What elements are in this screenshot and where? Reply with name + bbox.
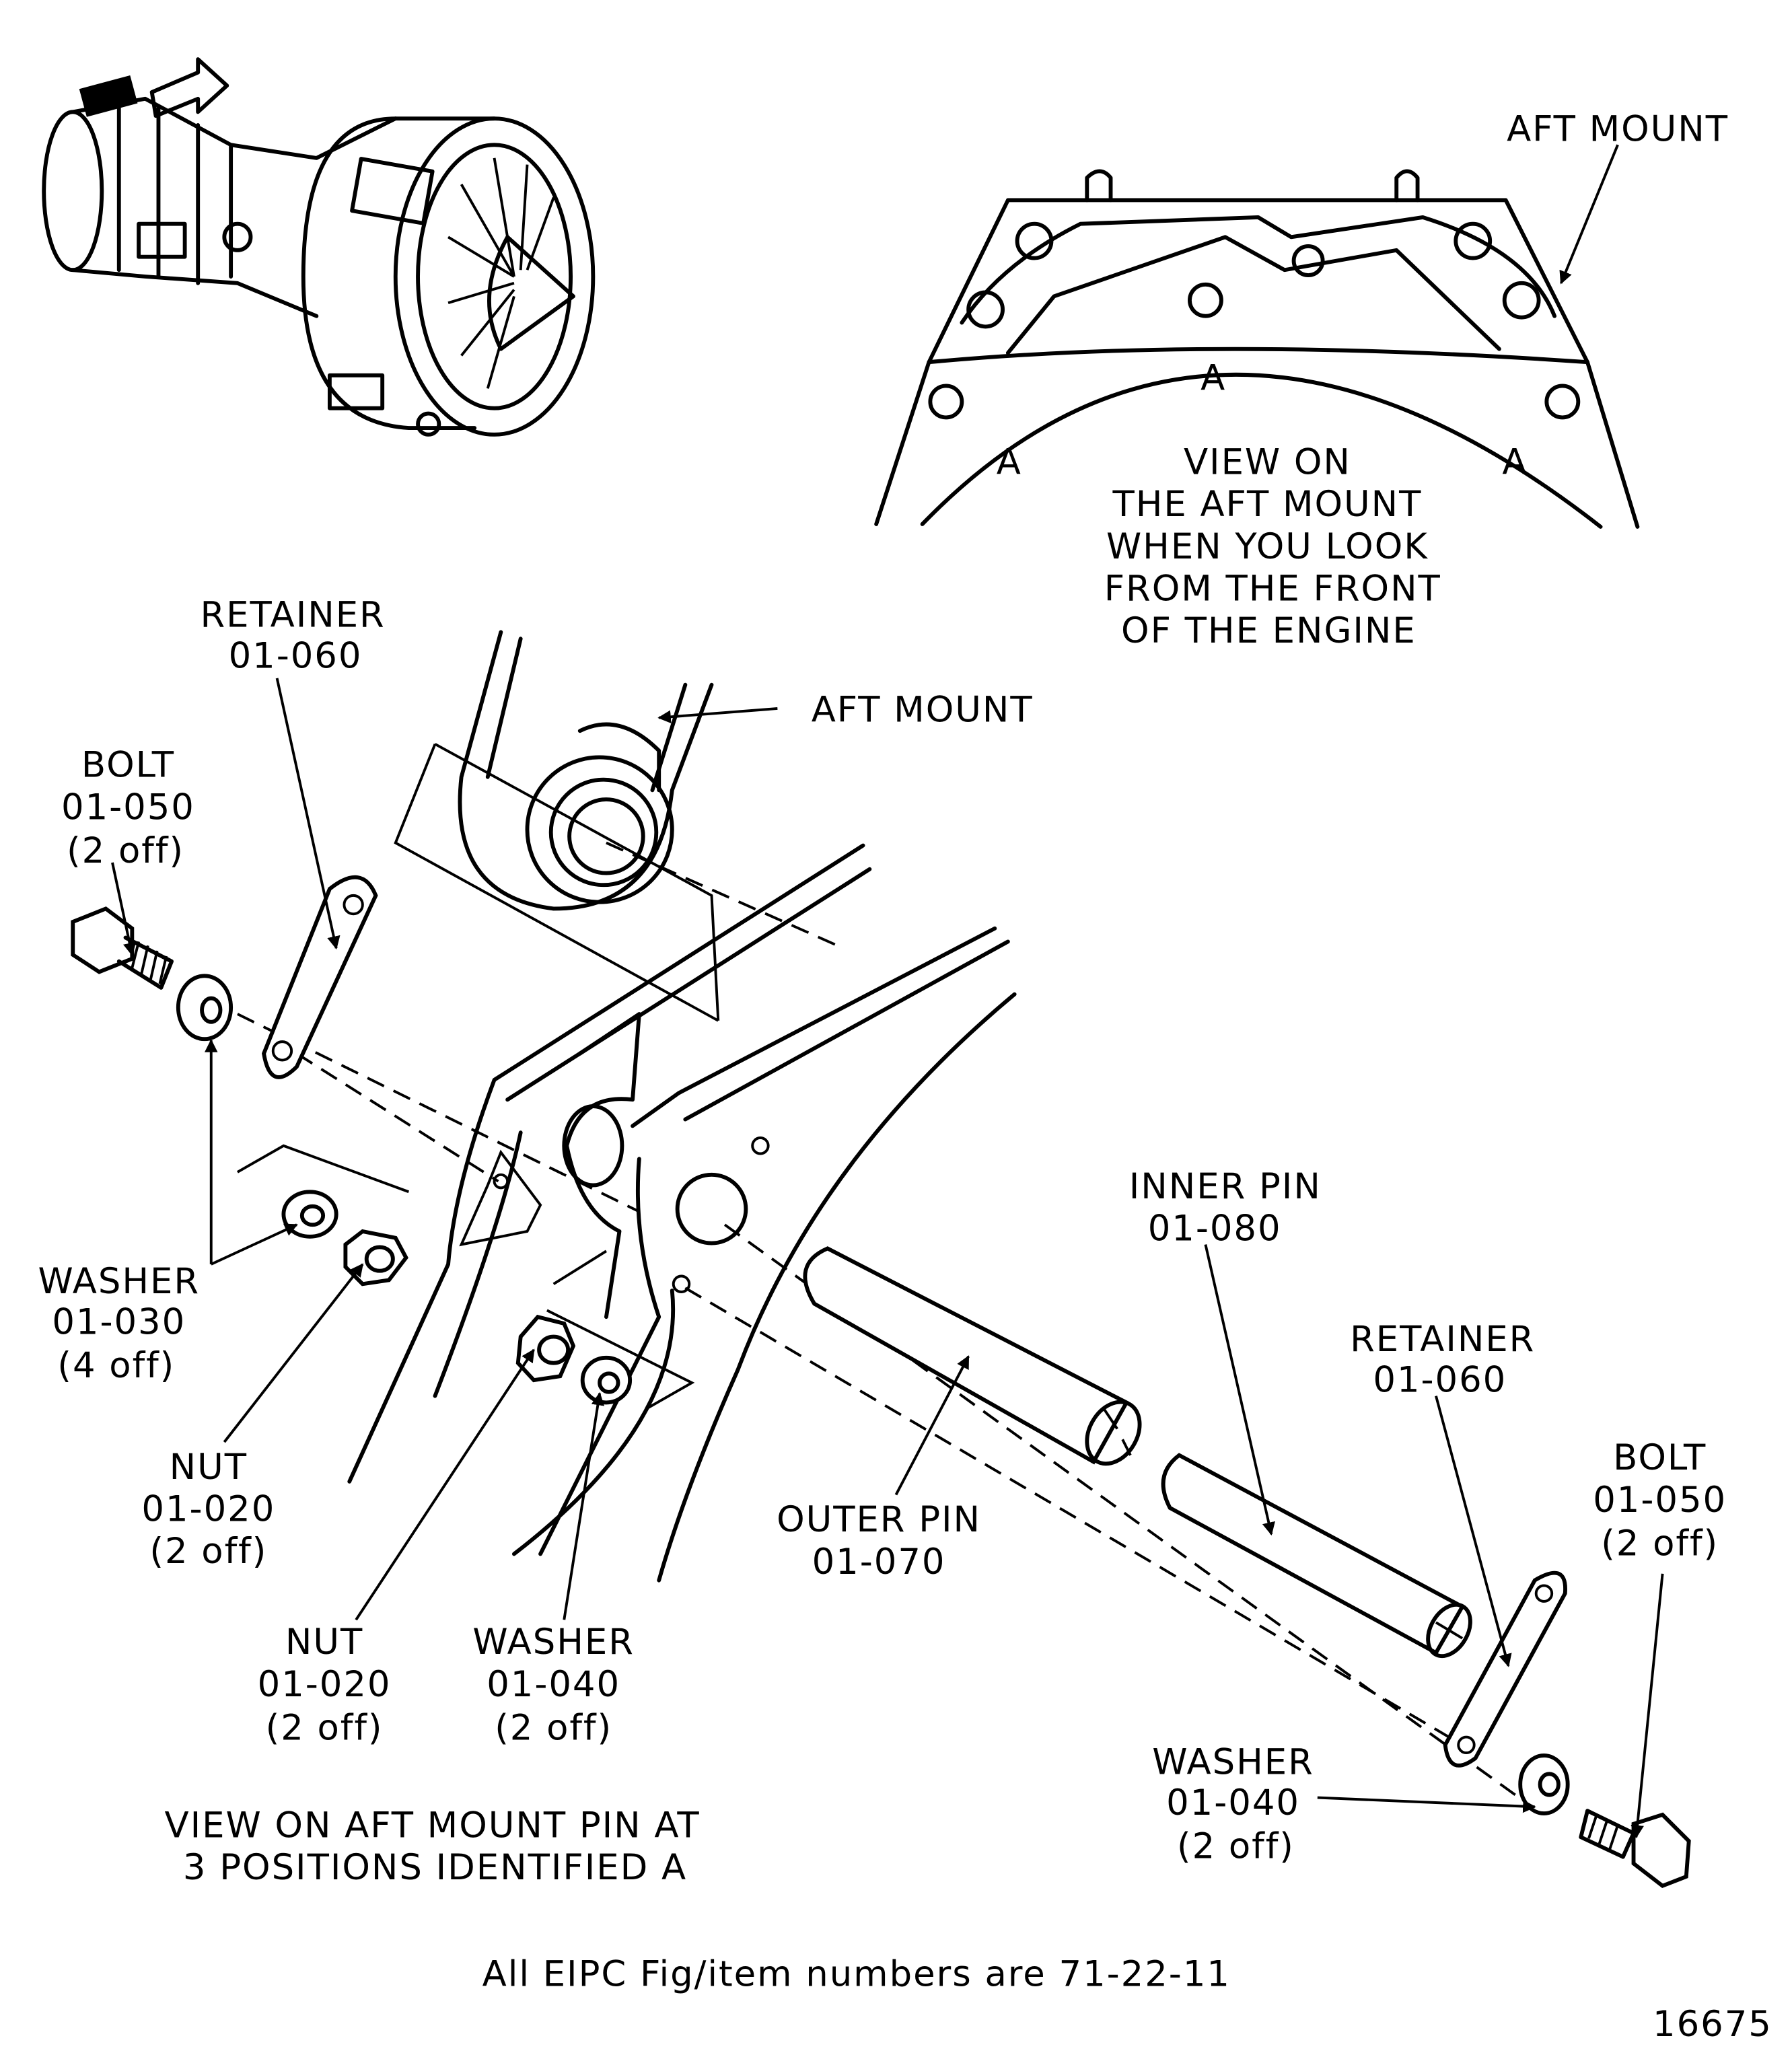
label-inner-pin: INNER PIN [1129,1166,1322,1207]
label-retainer-left-number: 01-060 [229,635,363,676]
footer-note: All EIPC Fig/item numbers are 71-22-11 [482,1953,1231,1994]
label-washer-040-right-number: 01-040 [1166,1782,1300,1823]
engine-locator-illustration [42,57,596,437]
label-washer-040-right-qty: (2 off) [1177,1826,1295,1867]
label-retainer-left: RETAINER [200,595,385,636]
label-nut-upper-qty: (2 off) [149,1531,267,1572]
label-washer-030: WASHER [38,1261,200,1302]
label-washer-040-right: WASHER [1152,1741,1314,1782]
exploded-view-caption-line: VIEW ON AFT MOUNT PIN AT [165,1805,701,1846]
label-outer-pin: OUTER PIN [777,1499,981,1540]
front-view-caption-line: FROM THE FRONT [1104,568,1441,609]
label-bolt-left: BOLT [81,745,175,786]
label-outer-pin-number: 01-070 [812,1542,946,1583]
label-washer-040-left: WASHER [472,1622,635,1663]
exploded-view: RETAINER 01-060 AFT MOUNT BOLT 01-050 (2… [38,595,1727,1889]
label-inner-pin-number: 01-080 [1148,1208,1282,1250]
label-washer-030-qty: (4 off) [57,1345,175,1386]
label-retainer-right-number: 01-060 [1373,1360,1507,1401]
label-washer-030-number: 01-030 [52,1302,186,1343]
label-bolt-right-qty: (2 off) [1601,1523,1719,1564]
label-washer-040-left-qty: (2 off) [495,1707,612,1748]
label-nut-upper-number: 01-020 [141,1489,275,1530]
aft-mount-front-view: AFT MOUNT A A A VIEW ON THE AFT MOUNT WH… [874,108,1729,651]
front-view-caption-line: THE AFT MOUNT [1112,484,1422,525]
label-bolt-right: BOLT [1613,1437,1707,1478]
label-nut-lower-qty: (2 off) [266,1707,384,1748]
position-label-a-top: A [1200,357,1226,398]
label-nut-upper: NUT [170,1447,248,1488]
label-bolt-right-number: 01-050 [1593,1480,1727,1521]
figure-number: 16675 [1653,2004,1772,2045]
label-aft-mount: AFT MOUNT [812,690,1034,731]
location-arrow-icon [149,57,229,118]
label-bolt-left-qty: (2 off) [67,830,184,871]
label-bolt-left-number: 01-050 [61,787,195,828]
front-view-caption-line: WHEN YOU LOOK [1106,526,1429,567]
label-retainer-right: RETAINER [1350,1319,1535,1360]
front-view-caption-line: OF THE ENGINE [1121,610,1417,651]
aft-mount-callout: AFT MOUNT [1507,108,1729,149]
label-nut-lower: NUT [285,1622,363,1663]
position-label-a-left: A [997,442,1022,483]
front-view-caption-line: VIEW ON [1184,442,1351,483]
label-nut-lower-number: 01-020 [258,1664,392,1705]
label-washer-040-left-number: 01-040 [487,1664,620,1705]
exploded-view-caption-line: 3 POSITIONS IDENTIFIED A [183,1847,687,1888]
position-label-a-right: A [1502,442,1528,483]
